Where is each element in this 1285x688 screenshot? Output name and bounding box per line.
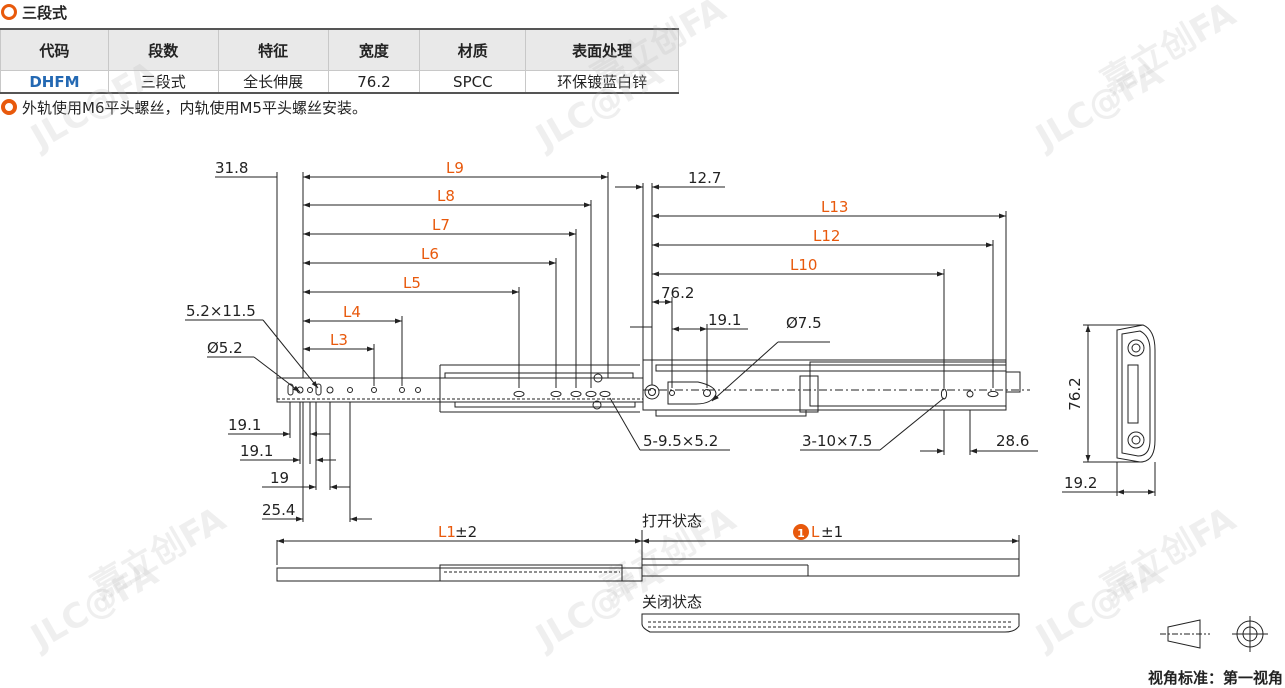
closed-state-label: 关闭状态 [642, 593, 702, 611]
svg-text:嘉立创FA: 嘉立创FA [1095, 499, 1243, 608]
svg-text:JLC@FA: JLC@FA [23, 53, 166, 158]
cell-feature: 全长伸展 [217, 70, 329, 94]
dim-28-6: 28.6 [996, 432, 1029, 450]
label-l10: L10 [790, 256, 817, 274]
section-title: 三段式 [22, 3, 68, 22]
dim-side-height: 76.2 [1066, 377, 1084, 410]
label-l: L [811, 523, 820, 541]
spec-table: 代码 段数 特征 宽度 材质 表面处理 DHFM 三段式 全长伸展 76.2 S… [0, 28, 679, 94]
label-l1: L1 [438, 523, 456, 541]
dim-dia-5-2: Ø5.2 [207, 339, 243, 357]
inner-rail [276, 364, 644, 413]
table-row: DHFM 三段式 全长伸展 76.2 SPCC 环保镀蓝白锌 [0, 70, 679, 94]
label-l7: L7 [432, 216, 450, 234]
label-l12: L12 [813, 227, 840, 245]
cell-material: SPCC [419, 70, 527, 94]
dim-19-1-b: 19.1 [240, 442, 273, 460]
dim-12-7: 12.7 [688, 169, 721, 187]
inner-rail-holes [287, 373, 611, 410]
mounting-note-text: 外轨使用M6平头螺丝，内轨使用M5平头螺丝安装。 [22, 98, 367, 117]
outer-rail [642, 359, 1030, 417]
section-ring-icon [1, 4, 17, 20]
label-l4: L4 [343, 303, 361, 321]
closed-state-diagram [641, 613, 1020, 633]
bottom-right-leaders [609, 397, 1038, 455]
bottom-left-dimensions [228, 402, 372, 522]
dim-5-2x11-5: 5.2×11.5 [186, 302, 256, 320]
label-l5: L5 [403, 274, 421, 292]
cell-code: DHFM [0, 70, 109, 94]
callout-number: 1 [797, 527, 805, 540]
release-bracket [644, 381, 717, 405]
dim-5-slots: 5-9.5×5.2 [643, 432, 718, 450]
label-l6: L6 [421, 245, 439, 263]
top-dimensions [215, 172, 1007, 402]
projection-label: 视角标准：第一视角 [1148, 669, 1283, 687]
dim-31-8: 31.8 [215, 159, 248, 177]
watermark: JLC@FA JLC@FA JLC@FA 嘉立创FA JLC@FA 嘉立创FA … [23, 0, 1243, 659]
cell-width: 76.2 [327, 70, 421, 94]
dim-76-2-top: 76.2 [661, 284, 694, 302]
dim-25-4: 25.4 [262, 501, 295, 519]
col-header-feature: 特征 [217, 28, 329, 71]
cell-surface: 环保镀蓝白锌 [525, 70, 679, 94]
label-l8: L8 [437, 187, 455, 205]
col-header-stages: 段数 [107, 28, 219, 71]
rail-side-view [1062, 324, 1156, 496]
open-state-label: 打开状态 [642, 512, 702, 530]
spec-table-header-row: 代码 段数 特征 宽度 材质 表面处理 [0, 28, 679, 71]
col-header-material: 材质 [419, 28, 527, 71]
outer-rail-holes [940, 388, 999, 400]
label-l1-tolerance: ±2 [455, 523, 477, 541]
label-l9: L9 [446, 159, 464, 177]
left-leaders [185, 319, 319, 393]
col-header-code: 代码 [0, 28, 109, 71]
callout-number-badge [793, 524, 809, 540]
open-state-diagram [276, 530, 1020, 582]
label-l-tolerance: ±1 [821, 523, 843, 541]
label-l13: L13 [821, 198, 848, 216]
dimension-labels: 31.8 L9 L8 L7 L6 L5 L4 L3 12.7 L13 L12 L… [186, 159, 1283, 687]
note-bullet-icon [1, 99, 17, 115]
first-angle-projection-icon [1160, 616, 1268, 652]
section-header: 三段式 [0, 0, 67, 24]
col-header-width: 宽度 [327, 28, 421, 71]
dim-19: 19 [270, 469, 289, 487]
dim-3-slots: 3-10×7.5 [802, 432, 872, 450]
col-header-surface: 表面处理 [525, 28, 679, 71]
dim-dia-7-5: Ø7.5 [786, 314, 822, 332]
dim-19-1-top: 19.1 [708, 311, 741, 329]
label-l3: L3 [330, 331, 348, 349]
dim-side-width: 19.2 [1064, 474, 1097, 492]
mounting-note: 外轨使用M6平头螺丝，内轨使用M5平头螺丝安装。 [0, 96, 367, 118]
dim-19-1-a: 19.1 [228, 416, 261, 434]
